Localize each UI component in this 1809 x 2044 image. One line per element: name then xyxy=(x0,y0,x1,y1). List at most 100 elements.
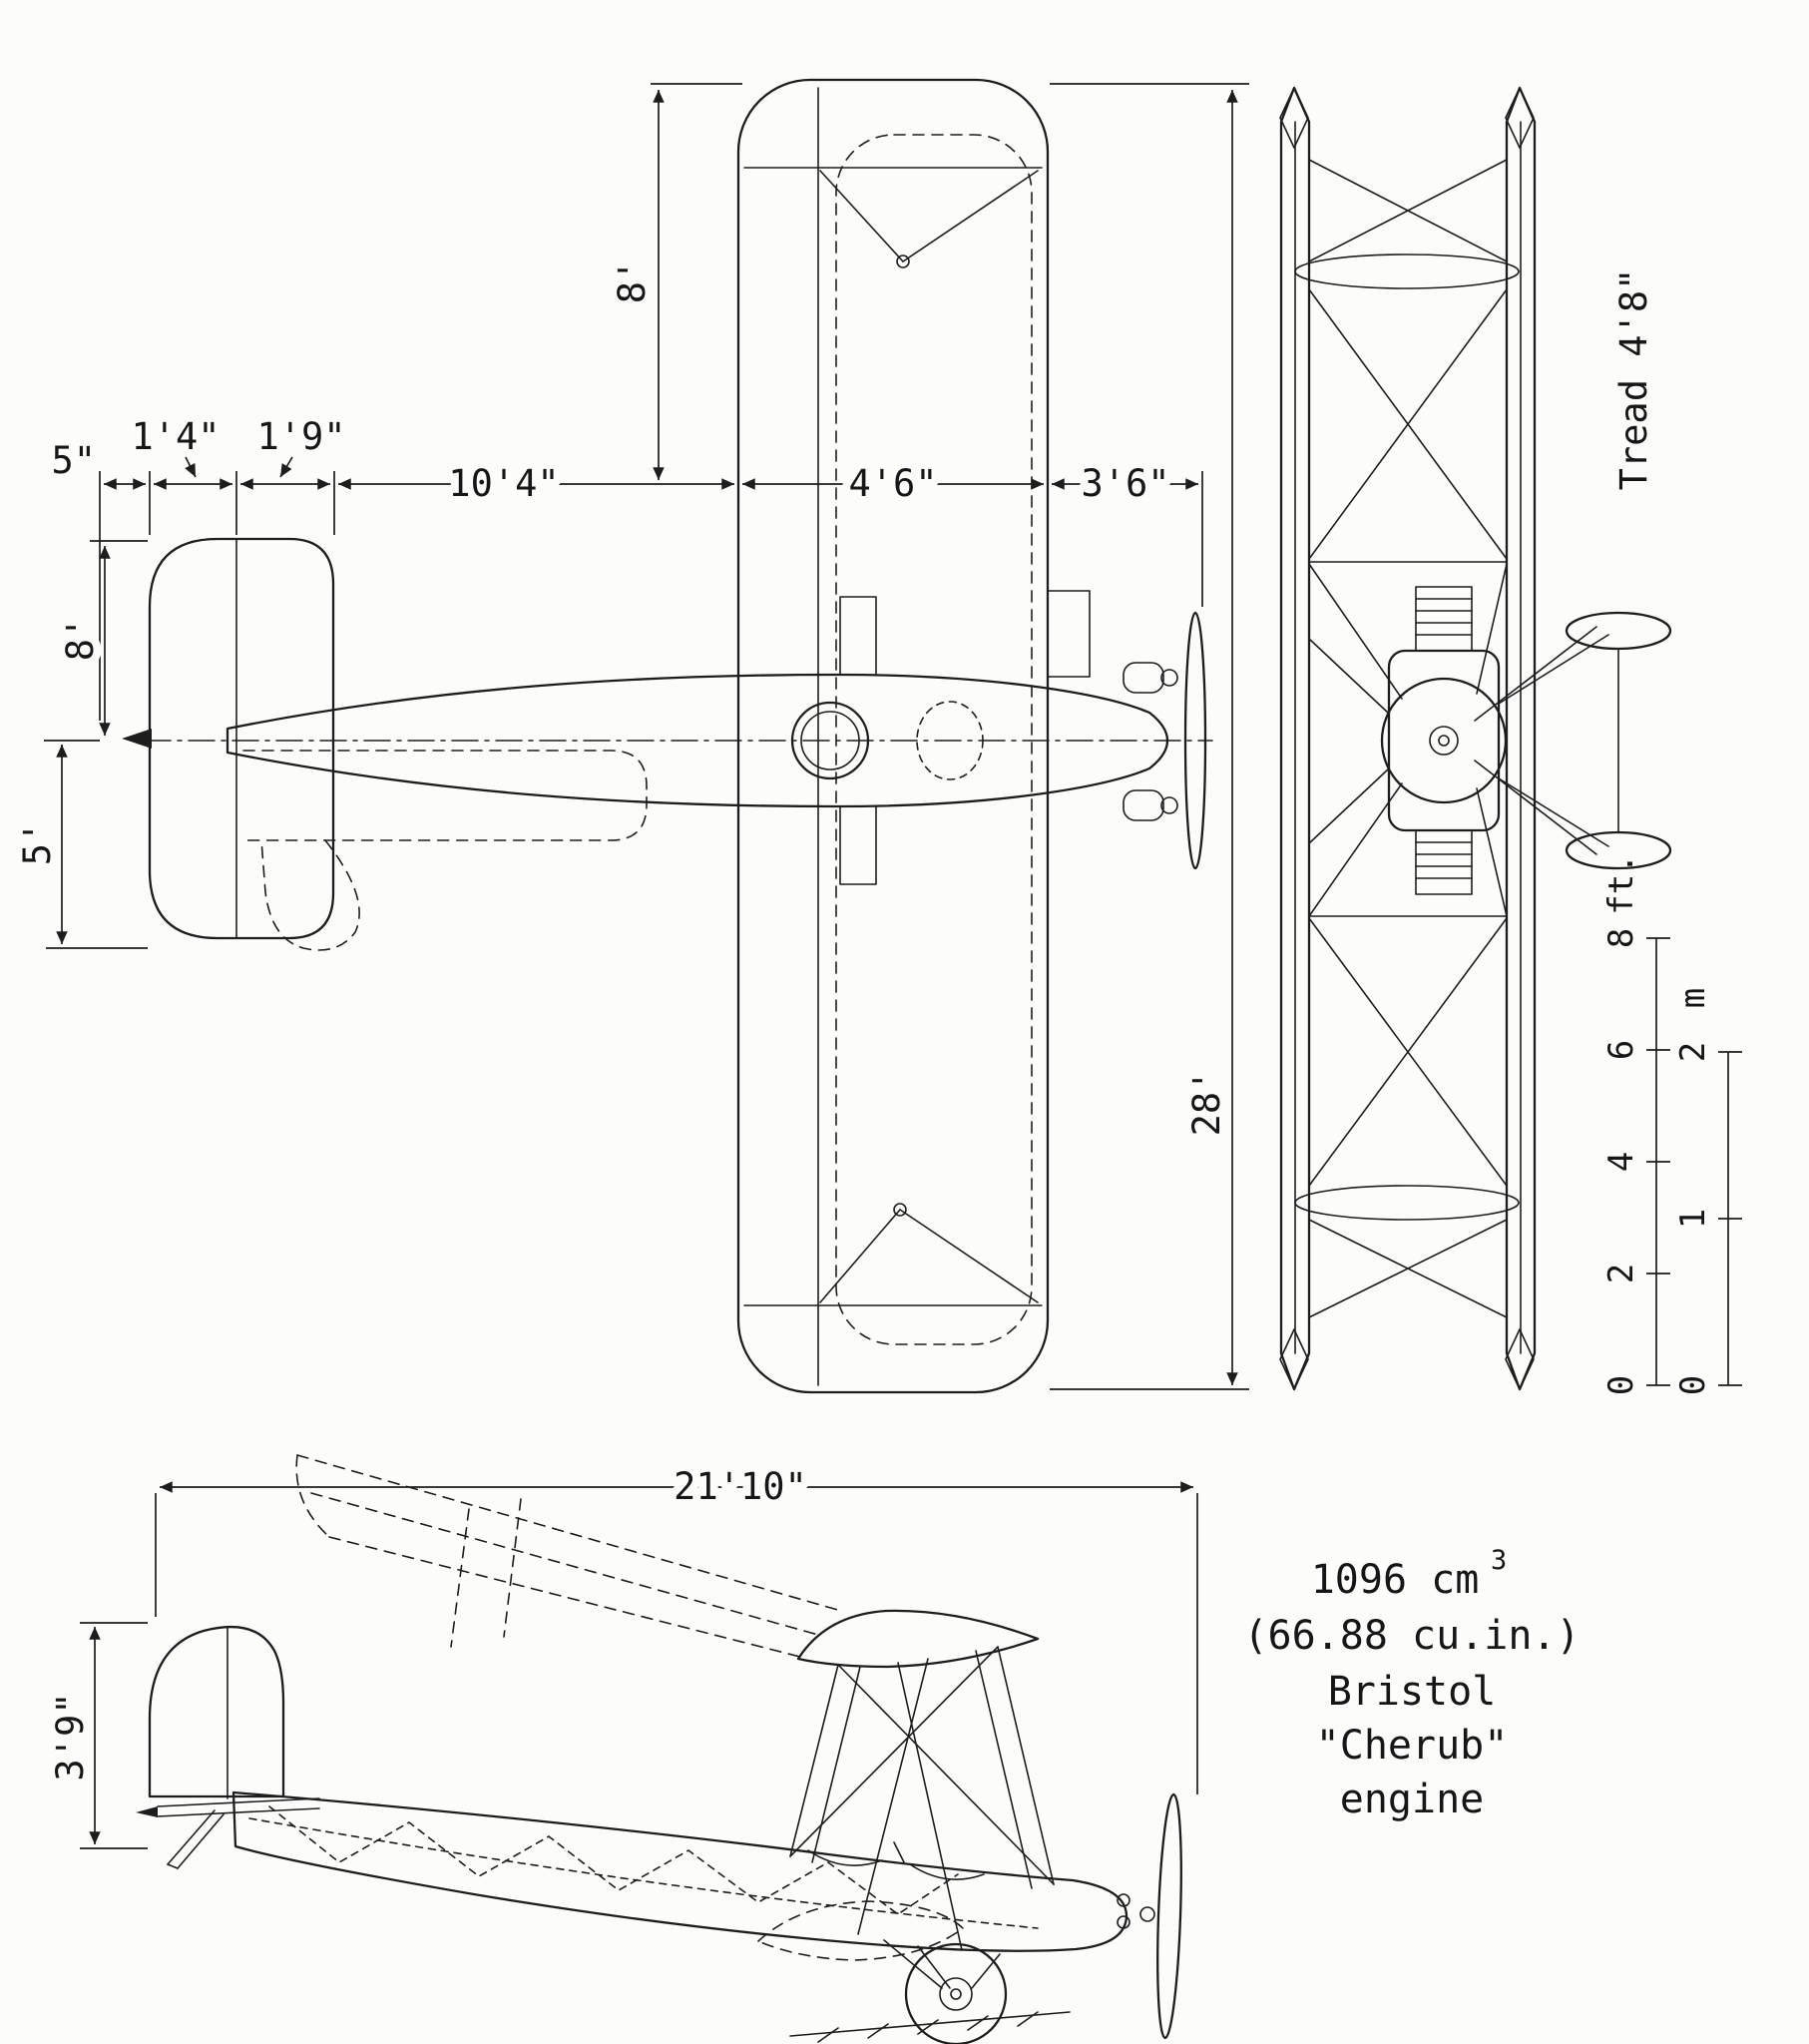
tailskid xyxy=(177,1813,225,1869)
lower-wing-airfoil-phantom xyxy=(757,1900,964,1961)
wire xyxy=(897,1662,963,1951)
cylinder xyxy=(1415,586,1473,652)
dim-label-tail-height: 3'9" xyxy=(49,1692,92,1781)
engine-cylinder-upper xyxy=(1415,586,1473,652)
propeller-shaft xyxy=(1438,735,1450,747)
side-length-dimension: 21'10" xyxy=(155,1457,1198,1794)
engine-cylinder-lower xyxy=(1415,829,1473,895)
interplane-strut xyxy=(1294,1185,1520,1221)
cabane-wire xyxy=(1308,767,1390,844)
ground-hatch xyxy=(967,2015,989,2031)
dim-leader xyxy=(279,456,293,478)
gear-strut xyxy=(1498,634,1609,705)
upper-wing-phantom-side xyxy=(295,1454,842,1658)
cabane-wire xyxy=(1308,638,1390,715)
dim-label-10ft4: 10'4" xyxy=(448,462,559,505)
drag-wire xyxy=(902,170,1039,262)
scale-bar-feet: ft. 8 6 4 2 0 xyxy=(1601,853,1670,1395)
scale-feet-6: 6 xyxy=(1601,1040,1641,1060)
wire xyxy=(1308,159,1508,262)
upper-wing-airfoil xyxy=(796,1609,1040,1669)
rear-cockpit-coaming xyxy=(800,711,860,770)
center-section-cutout xyxy=(1047,590,1091,678)
strut xyxy=(789,1664,839,1857)
propeller-plan xyxy=(1183,611,1207,870)
wire xyxy=(789,1646,999,1857)
engine-cylinder xyxy=(1123,789,1164,821)
t ailskid xyxy=(167,1809,216,1865)
ground-hatch xyxy=(917,2019,939,2035)
strut-phantom xyxy=(503,1498,522,1638)
wire xyxy=(1308,1219,1508,1318)
lower-wing-phantom xyxy=(835,134,1033,1345)
gear-strut xyxy=(917,1945,951,1989)
dim-label-5in: 5" xyxy=(51,439,96,482)
gear-strut xyxy=(883,1939,943,1989)
tailplane-edge xyxy=(157,1807,320,1817)
strut xyxy=(811,1666,861,1863)
dim-label-8ft-wing: 8' xyxy=(611,259,654,304)
interplane-strut xyxy=(1294,254,1520,289)
scale-bar-meters: m 2 1 0 xyxy=(1673,988,1742,1395)
cabane-wire xyxy=(1308,563,1403,700)
ground-hatch xyxy=(867,2023,889,2039)
scale-feet-0: 0 xyxy=(1601,1375,1641,1395)
tail-height-dimension: 3'9" xyxy=(41,1622,148,1849)
dim-label-wingspan: 28' xyxy=(1185,1070,1228,1137)
front-view-drawing: Tread 4'8" ft. 8 6 4 2 0 m 2 1 0 xyxy=(1279,86,1742,1395)
top-vertical-dimensions: 8' 28' 8' 5' xyxy=(8,83,1249,1390)
dim-label-1ft9: 1'9" xyxy=(256,415,345,458)
engine-note: 1096 cm 3 (66.88 cu.in.) Bristol "Cherub… xyxy=(1243,1545,1580,1822)
cylinder-cap xyxy=(1160,796,1178,814)
scale-feet-2: 2 xyxy=(1601,1264,1641,1283)
engine-word: engine xyxy=(1340,1777,1485,1822)
fin-rudder-side xyxy=(148,1625,285,1798)
wing-fitting xyxy=(893,1203,907,1217)
ground-line xyxy=(789,2011,1071,2043)
exhaust-stub xyxy=(1117,1893,1131,1907)
rear-cockpit xyxy=(790,701,870,780)
engine-model: "Cherub" xyxy=(1316,1723,1509,1769)
elevator-horn xyxy=(122,729,152,749)
top-view-drawing: 5" 1'4" 1'9" 10'4" 4'6" 3'6" 8' 28' 8' 5… xyxy=(8,78,1249,1394)
fuselage-side xyxy=(231,1790,1129,1952)
wingtip-fitting xyxy=(1505,87,1535,149)
dim-label-8ft-tail: 8' xyxy=(59,617,102,662)
propeller-hub-side xyxy=(1139,1906,1155,1922)
wheel-hub xyxy=(939,1977,973,2011)
ground xyxy=(789,2011,1071,2037)
interplane-struts-side xyxy=(789,1646,1055,1951)
propeller-side xyxy=(1156,1792,1182,2040)
engine-displacement: 1096 cm xyxy=(1311,1557,1480,1603)
wire xyxy=(837,1664,1055,1885)
wire xyxy=(857,1658,929,1935)
wing-fitting xyxy=(896,255,910,268)
ground-hatch xyxy=(1017,2011,1039,2027)
strut xyxy=(997,1646,1055,1885)
cylinder-cap xyxy=(1160,669,1178,687)
wing-leading-edge-phantom xyxy=(296,1454,842,1612)
cabane-strut xyxy=(839,805,877,885)
wheel-front xyxy=(1565,611,1672,651)
front-cockpit-phantom xyxy=(916,701,984,780)
scale-meters-0: 0 xyxy=(1673,1375,1713,1395)
propeller-hub xyxy=(1429,726,1459,756)
dim-leader xyxy=(185,456,197,478)
engine-cylinder xyxy=(1123,662,1164,694)
wing-trailing-edge-phantom xyxy=(328,1536,801,1658)
cabane-wire xyxy=(1476,787,1508,917)
engine-displacement-cuin: (66.88 cu.in.) xyxy=(1243,1613,1580,1659)
wheel-side xyxy=(904,1942,1008,2044)
side-view-drawing: 21'10" 3'9" xyxy=(41,1454,1581,2044)
dim-label-1ft4: 1'4" xyxy=(131,415,220,458)
drag-wire xyxy=(899,1209,1039,1303)
dim-label-length: 21'10" xyxy=(674,1465,807,1508)
dim-label-5ft-tail: 5' xyxy=(16,821,59,866)
scale-feet-4: 4 xyxy=(1601,1152,1641,1172)
wing-spar-phantom xyxy=(310,1492,819,1636)
wheel-axle xyxy=(950,1988,962,2000)
scale-meters-1: 1 xyxy=(1673,1209,1713,1229)
fin-phantom xyxy=(242,750,648,841)
